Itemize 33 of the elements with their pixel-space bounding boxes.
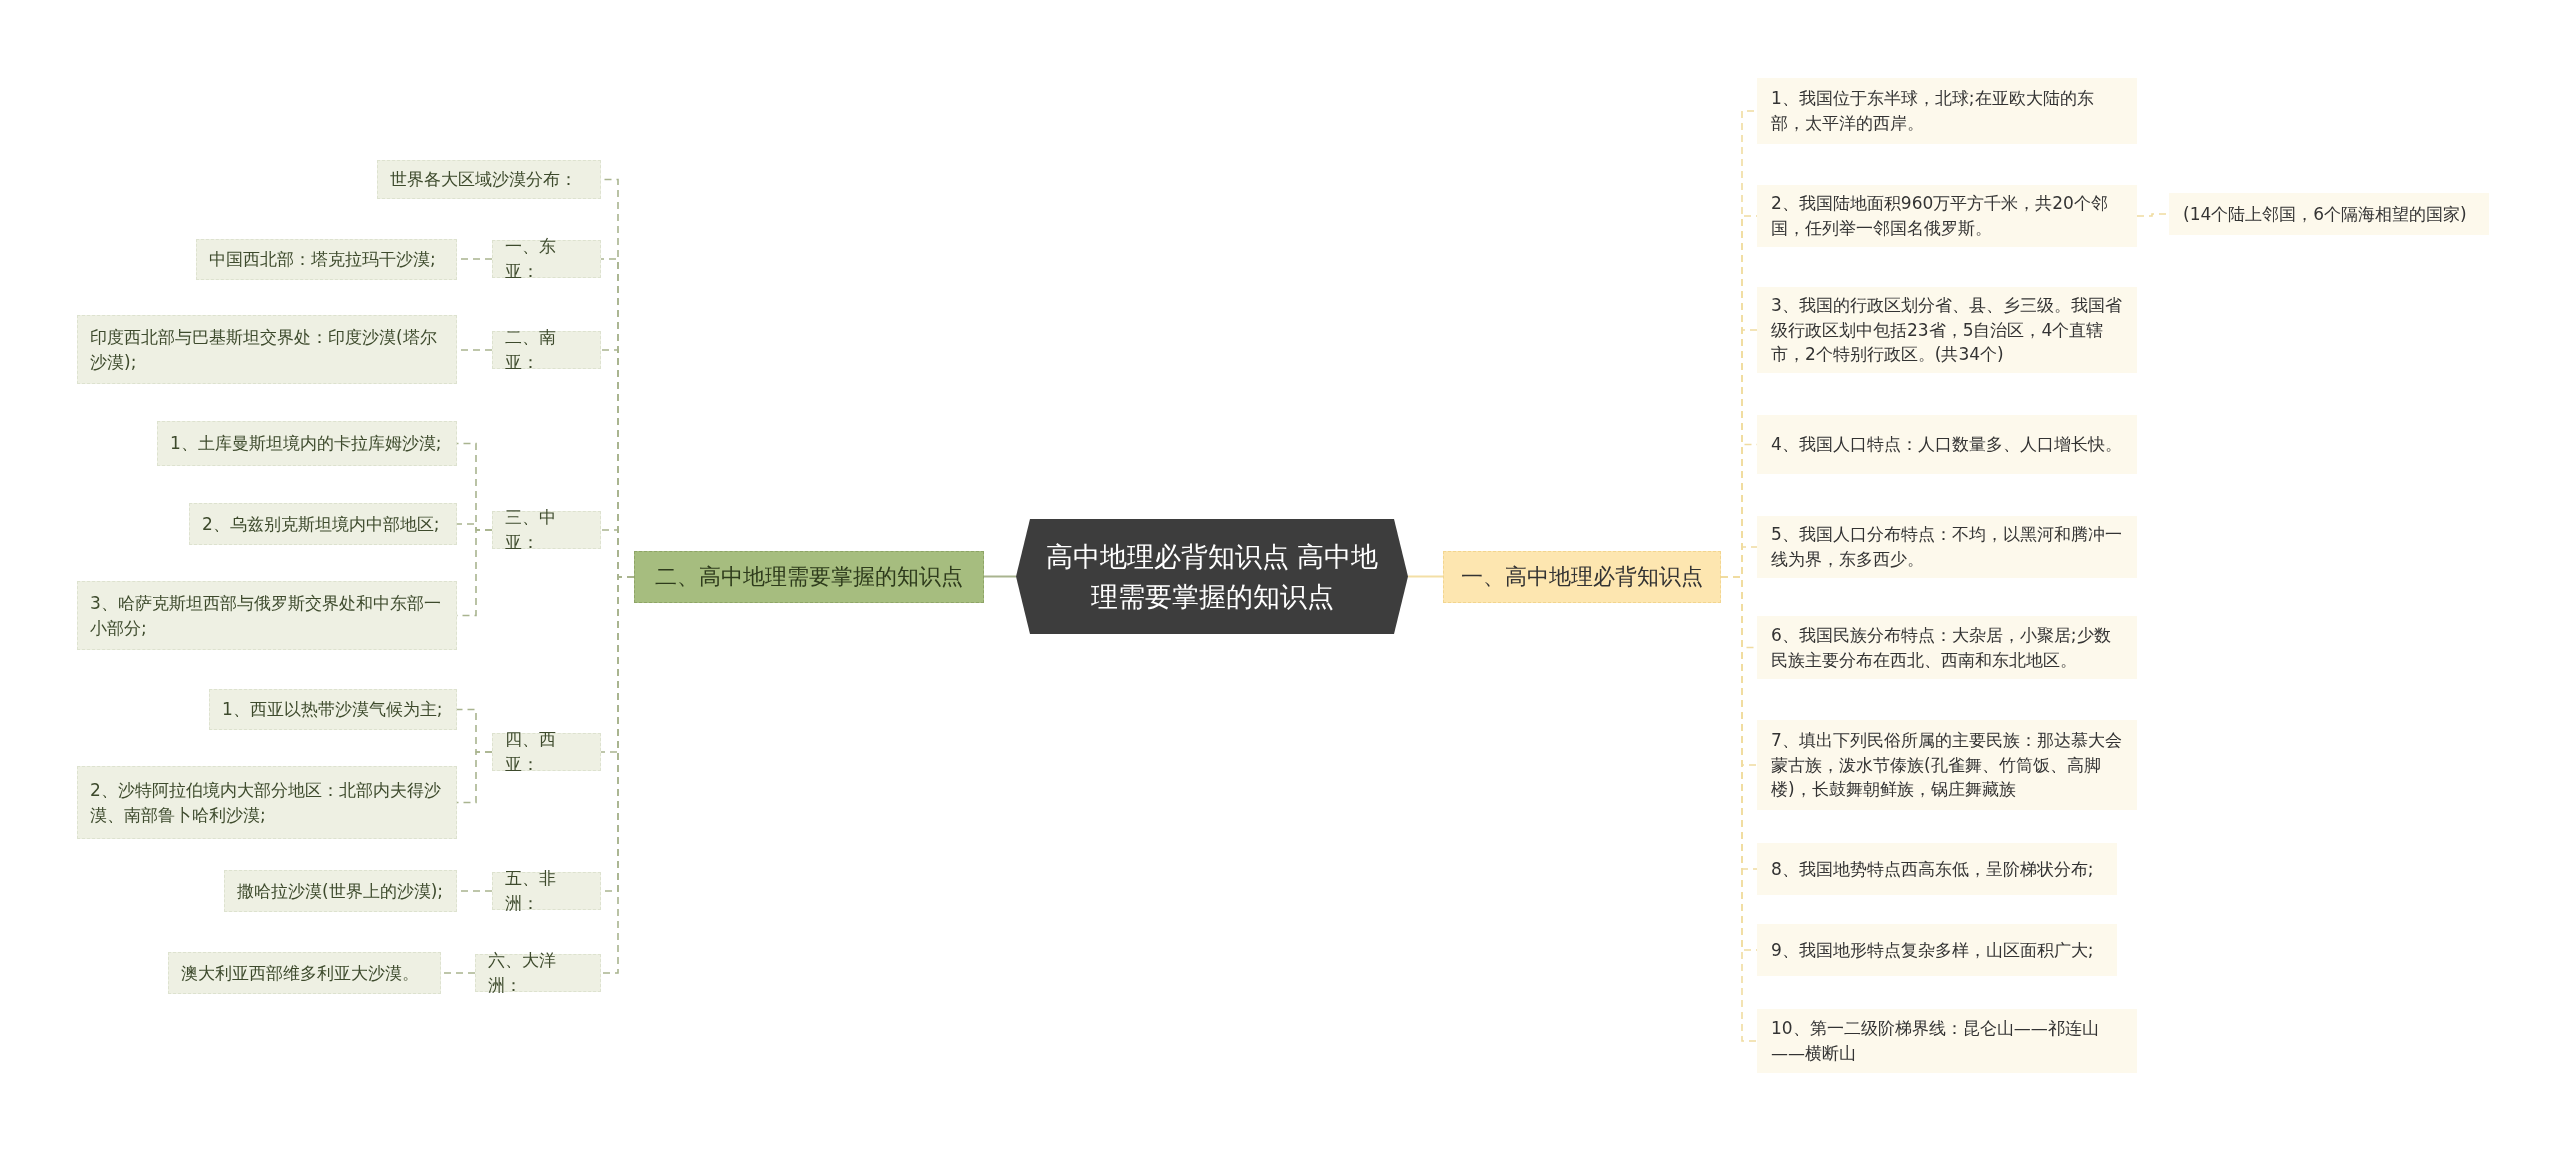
note-box: 1、我国位于东半球，北球;在亚欧大陆的东部，太平洋的西岸。 [1757,78,2137,144]
note-box: 二、南亚： [492,331,601,369]
note-box: 7、填出下列民俗所属的主要民族：那达慕大会蒙古族，泼水节傣族(孔雀舞、竹筒饭、高脚楼)，长鼓舞朝鲜族，锅庄舞藏族 [1757,720,2137,810]
note-box: 3、哈萨克斯坦西部与俄罗斯交界处和中东部一小部分; [77,581,457,650]
note-box: 四、西亚： [492,733,601,771]
note-box: 8、我国地势特点西高东低，呈阶梯状分布; [1757,843,2117,895]
note-box: 10、第一二级阶梯界线：昆仑山——祁连山——横断山 [1757,1009,2137,1073]
note-box: 6、我国民族分布特点：大杂居，小聚居;少数民族主要分布在西北、西南和东北地区。 [1757,616,2137,679]
note-box: 1、西亚以热带沙漠气候为主; [209,689,457,730]
note-box: 2、乌兹别克斯坦境内中部地区; [189,503,457,545]
note-box: 六、大洋洲： [475,954,601,992]
note-box: 印度西北部与巴基斯坦交界处：印度沙漠(塔尔沙漠); [77,315,457,384]
note-box: 2、沙特阿拉伯境内大部分地区：北部内夫得沙漠、南部鲁卜哈利沙漠; [77,766,457,839]
note-box: 五、非洲： [492,872,601,910]
note-box: 1、土库曼斯坦境内的卡拉库姆沙漠; [157,421,457,466]
note-box: 中国西北部：塔克拉玛干沙漠; [196,239,457,280]
note-box: 3、我国的行政区划分省、县、乡三级。我国省级行政区划中包括23省，5自治区，4个直辖市，2个特别行政区。(共34个) [1757,287,2137,373]
note-box: (14个陆上邻国，6个隔海相望的国家) [2169,193,2489,235]
branch-box: 一、高中地理必背知识点 [1443,551,1721,603]
branch-box: 二、高中地理需要掌握的知识点 [634,551,984,603]
note-box: 三、中亚： [492,511,601,549]
note-box: 世界各大区域沙漠分布： [377,160,601,199]
topic-hexagon: 高中地理必背知识点 高中地理需要掌握的知识点 [1016,519,1408,634]
connector-line [456,751,493,804]
note-box: 澳大利亚西部维多利亚大沙漠。 [168,952,441,994]
connector-line [1407,575,1444,578]
note-box: 撒哈拉沙漠(世界上的沙漠); [224,870,457,912]
note-box: 一、东亚： [492,240,601,278]
note-box: 5、我国人口分布特点：不均，以黑河和腾冲一线为界，东多西少。 [1757,516,2137,578]
note-box: 9、我国地形特点复杂多样，山区面积广大; [1757,924,2117,976]
note-box: 4、我国人口特点：人口数量多、人口增长快。 [1757,415,2137,474]
note-box: 2、我国陆地面积960万平方千米，共20个邻国，任列举一邻国名俄罗斯。 [1757,185,2137,247]
connector-line [983,575,1017,578]
